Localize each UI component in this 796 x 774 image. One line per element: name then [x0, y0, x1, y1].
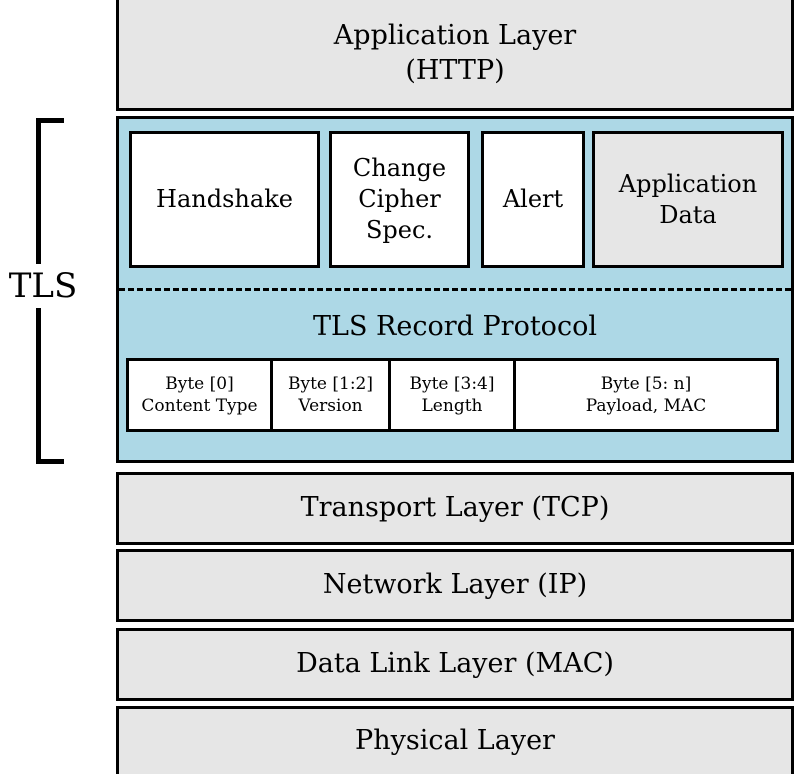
application-layer: Application Layer (HTTP) — [116, 0, 794, 111]
transport-layer: Transport Layer (TCP) — [116, 472, 794, 545]
record-field-payload-mac: Byte [5: n] Payload, MAC — [513, 358, 779, 432]
data-link-layer: Data Link Layer (MAC) — [116, 628, 794, 701]
change-cipher-spec-protocol: Change Cipher Spec. — [329, 131, 470, 268]
tls-record-protocol-title: TLS Record Protocol — [313, 310, 597, 342]
tls-label: TLS — [0, 264, 86, 308]
application-data-protocol: Application Data — [592, 131, 784, 268]
alert-protocol: Alert — [481, 131, 585, 268]
network-layer: Network Layer (IP) — [116, 549, 794, 622]
dashed-divider — [119, 288, 791, 291]
record-field-content-type: Byte [0] Content Type — [126, 358, 273, 432]
record-field-length: Byte [3:4] Length — [388, 358, 516, 432]
record-field-version: Byte [1:2] Version — [270, 358, 391, 432]
physical-layer: Physical Layer — [116, 706, 794, 774]
handshake-protocol: Handshake — [129, 131, 320, 268]
